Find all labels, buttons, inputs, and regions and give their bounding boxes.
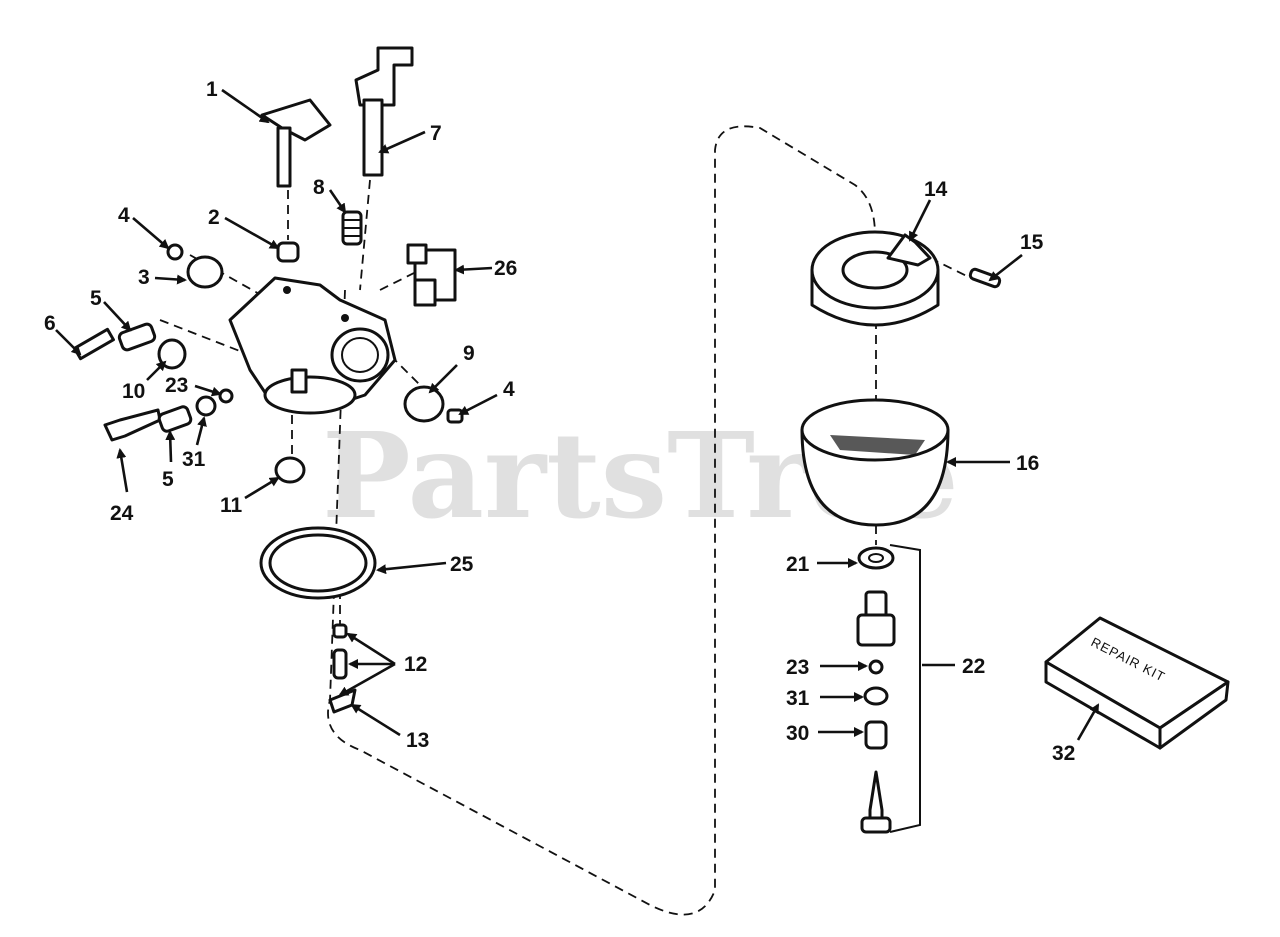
part-2-spring	[276, 241, 300, 263]
callout-12: 12	[404, 653, 427, 676]
part-22-bowl-nut	[856, 590, 896, 647]
part-30-spring	[864, 720, 888, 750]
callout-1: 1	[206, 78, 218, 101]
part-1-throttle-lever	[260, 98, 332, 188]
callout-22: 22	[962, 655, 985, 678]
bracket-22	[889, 544, 921, 833]
part-15-pin	[968, 267, 1002, 289]
part-14-float	[810, 230, 940, 327]
callout-6: 6	[44, 312, 56, 335]
part-21-washer	[857, 546, 895, 570]
part-7-choke-shaft	[354, 46, 414, 177]
callout-labels: 1 7 8 2 4 3 26 5 6 10 23 9 4 31 5 24 11 …	[44, 78, 1075, 765]
part-6-screw	[73, 327, 115, 361]
part-25-gasket-ring	[259, 526, 377, 600]
callout-32: 32	[1052, 742, 1075, 765]
part-9-plate	[403, 385, 445, 423]
callout-10: 10	[122, 380, 145, 403]
part-31-o-ring-right	[863, 686, 889, 706]
callout-26: 26	[494, 257, 517, 280]
part-22-adjusting-needle	[860, 770, 892, 834]
callout-16: 16	[1016, 452, 1039, 475]
callout-arrows	[55, 88, 1100, 741]
callout-5-lower: 5	[162, 468, 174, 491]
callout-31-left: 31	[182, 448, 206, 471]
callout-4-right: 4	[503, 378, 515, 401]
part-26-fitting	[406, 243, 457, 307]
callout-4-top: 4	[118, 204, 130, 227]
part-4-screw	[166, 243, 184, 261]
callout-3: 3	[138, 266, 150, 289]
callout-23-left: 23	[165, 374, 188, 397]
part-32-repair-kit: REPAIR KIT	[1044, 616, 1230, 750]
callout-7: 7	[430, 122, 442, 145]
callout-8: 8	[313, 176, 325, 199]
part-23-washer-left	[218, 388, 234, 404]
callout-9: 9	[463, 342, 475, 365]
callout-31-right: 31	[786, 687, 810, 710]
callout-25: 25	[450, 553, 474, 576]
callout-15: 15	[1020, 231, 1044, 254]
part-5-spring-upper	[117, 322, 157, 352]
callout-13: 13	[406, 729, 429, 752]
callout-30: 30	[786, 722, 809, 745]
part-carburetor-body	[228, 276, 397, 415]
callout-24: 24	[110, 502, 134, 525]
part-12-needle-and-seat	[332, 623, 348, 680]
callout-5-upper: 5	[90, 287, 102, 310]
assembly-outline	[327, 125, 876, 916]
part-11-gasket	[274, 456, 306, 484]
callout-11: 11	[220, 494, 243, 517]
callout-2: 2	[208, 206, 220, 229]
part-23-washer-right	[868, 659, 884, 675]
callout-14: 14	[924, 178, 948, 201]
part-3-plate	[186, 255, 224, 289]
callout-21: 21	[786, 553, 810, 576]
callout-23-right: 23	[786, 656, 809, 679]
part-24-needle	[103, 408, 162, 442]
part-16-float-bowl	[800, 398, 950, 527]
part-4-screw-right	[446, 408, 464, 424]
part-5-spring-lower	[157, 405, 193, 433]
part-8-spring	[341, 210, 363, 246]
part-31-o-ring-left	[195, 395, 217, 417]
